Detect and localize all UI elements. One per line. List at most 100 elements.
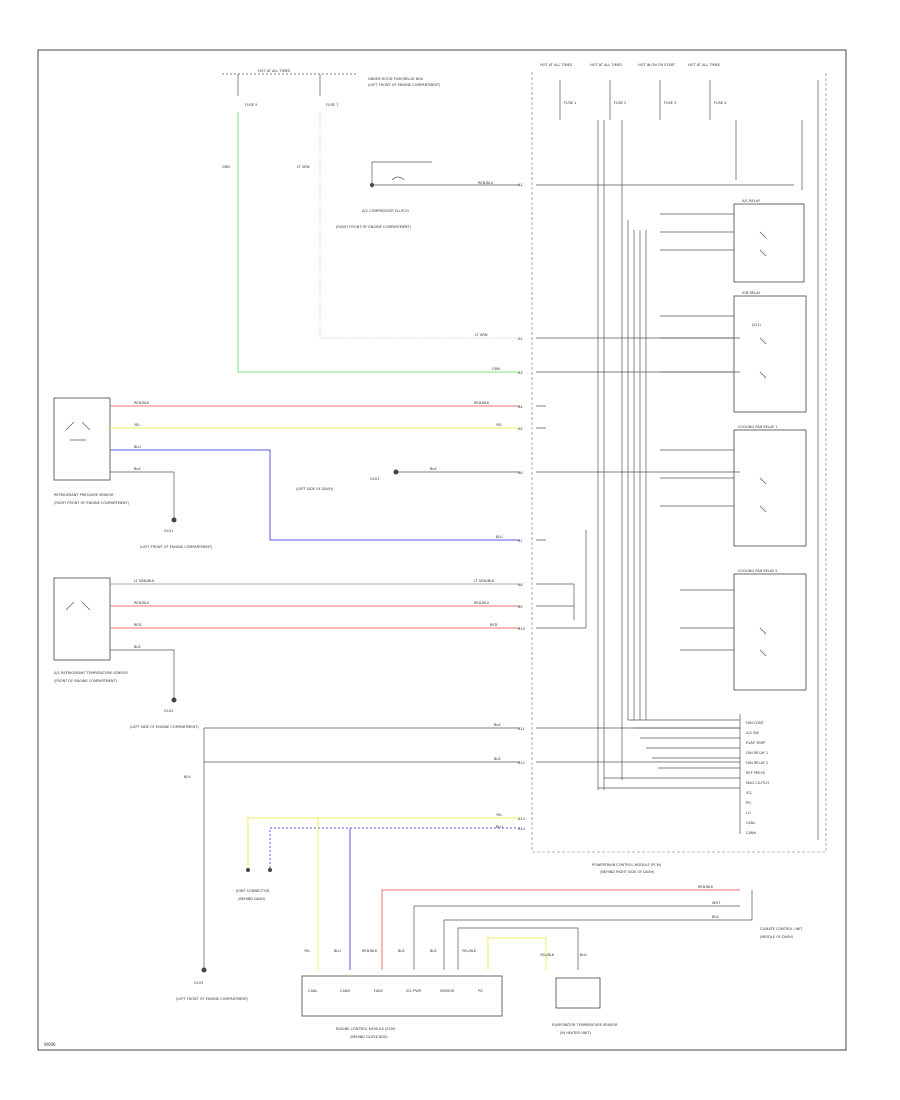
pcm-pin-2: EVAP TEMP [746, 741, 765, 745]
pcm-pin-3: FAN RELAY 1 [746, 751, 768, 755]
compressor-location: (RIGHT FRONT OF ENGINE COMPARTMENT) [336, 225, 412, 229]
ecm-pin-1: CANH [340, 989, 350, 993]
lt-green-wire: LT GRN LT GRN [297, 112, 520, 339]
green-wire-code-right: GRN [492, 367, 500, 371]
climate-location: (MIDDLE OF DASH) [760, 935, 794, 939]
pcm-pin-11: CANH [746, 831, 756, 835]
pin-num-9: A10 [518, 627, 525, 631]
yellow-wire: YEL YEL [110, 423, 520, 429]
relay-fan-1: COOLING FAN RELAY 1 [660, 425, 807, 547]
pcm-bus-lines [597, 80, 819, 840]
red-blk-code-left: RED/BLK [134, 401, 150, 405]
climate-blk-code: BLK [712, 915, 719, 919]
pin-num-4: A5 [518, 427, 523, 431]
fuse-relay-box-label: UNDER-HOOD FUSE/RELAY BOX [368, 77, 424, 81]
g201-label: G201 [370, 477, 379, 481]
relay-ign-sub: (IG1) [752, 323, 761, 327]
climate-wires: RED/BLK WHT BLK CLIMATE CONTROL UNIT (MI… [381, 885, 803, 970]
ecm-pin-0: CANL [308, 989, 317, 993]
pin-num-6: A7 [518, 539, 523, 543]
right-fuse-2: FUSE 2 [614, 101, 626, 105]
g201-ground: G201 (LEFT SIDE OF DASH) BLK [296, 467, 520, 491]
green-wire: GRN GRN [222, 112, 520, 373]
black-wire-g101: BLK G101 (LEFT FRONT OF ENGINE COMPARTME… [110, 467, 213, 549]
blk-code-4: BLK [494, 723, 501, 727]
right-fuse-4: FUSE 4 [714, 101, 727, 105]
g102-label: G102 [164, 709, 173, 713]
evaporator-sensor: EVAPORATOR TEMPERATURE SENSOR (IN HEATER… [540, 953, 618, 1035]
right-fuse-3: FUSE 3 [664, 101, 676, 105]
pin-num-2: A3 [518, 371, 523, 375]
relay-ign-label: IGN RELAY [742, 291, 761, 295]
pcm-pin-7: IG1 [746, 791, 752, 795]
climate-wht-code: WHT [712, 901, 721, 905]
sensor2-label: A/C REFRIGERANT TEMPERATURE SENSOR [54, 671, 128, 675]
ecm-pin-2: FANC [374, 989, 384, 993]
blue-wire: BLU BLU [110, 445, 520, 541]
relay-ac-label: A/C RELAY [742, 199, 761, 203]
refrigerant-pressure-sensor: REFRIGERANT PRESSURE SENSOR (RIGHT FRONT… [53, 397, 130, 505]
pcm-pin-4: FAN RELAY 2 [746, 761, 768, 765]
pcm-pin-numbers: A1 A2 A3 A4 A5 A6 A7 A8 A9 A10 A11 A12 A… [518, 183, 526, 831]
blk-code-1: BLK [134, 467, 141, 471]
ac-compressor-clutch: A/C COMPRESSOR CLUTCH (RIGHT FRONT OF EN… [336, 161, 520, 229]
pin-num-11: A12 [518, 761, 525, 765]
ecm-pin-5: PG [478, 989, 483, 993]
diagram-frame [37, 49, 847, 1051]
g101-label: G101 [164, 529, 173, 533]
yel-code-right: YEL [496, 423, 502, 427]
right-fuse-headers: HOT AT ALL TIMES HOT AT ALL TIMES HOT IN… [540, 63, 727, 120]
pin-num-1: A2 [518, 337, 523, 341]
fuse-relay-box-location: (LEFT FRONT OF ENGINE COMPARTMENT) [368, 83, 441, 87]
fuse-7-label: FUSE 7 [326, 103, 338, 107]
pcm-location: (BEHIND RIGHT SIDE OF DASH) [600, 870, 655, 874]
right-fuse-hdr-4: HOT AT ALL TIMES [688, 63, 721, 67]
g102-location: (LEFT SIDE OF ENGINE COMPARTMENT) [130, 725, 199, 729]
right-fuse-hdr-1: HOT AT ALL TIMES [540, 63, 573, 67]
ltgrn-blk-code-right: LT GRN/BLK [474, 579, 495, 583]
ecm-wire-blu: BLU [334, 949, 341, 953]
red-code-right: RED [490, 623, 498, 627]
relay-ign: IGN RELAY (IG1) [660, 291, 807, 413]
relay-ac: A/C RELAY [660, 199, 805, 283]
g101-location: (LEFT FRONT OF ENGINE COMPARTMENT) [140, 545, 213, 549]
ecm-wire-yel: YEL [304, 949, 310, 953]
pcm-pin-0: FAN CONT [746, 721, 765, 725]
top-fuse-block: HOT AT ALL TIMES FUSE 5 FUSE 7 UNDER-HOO… [222, 69, 441, 107]
pin-num-0: A1 [518, 183, 523, 187]
right-fuse-hdr-2: HOT AT ALL TIMES [590, 63, 623, 67]
pin-num-13: A14 [518, 827, 526, 831]
pcm-pin-9: LG [746, 811, 751, 815]
ecm-wire-red-blk: RED/BLK [362, 949, 378, 953]
evap-sensor-label: EVAPORATOR TEMPERATURE SENSOR [552, 1023, 618, 1027]
sensor2-wires: LT GRN/BLK LT GRN/BLK RED/BLU RED/BLU RE… [110, 530, 587, 729]
pin-num-3: A4 [518, 405, 523, 409]
compressor-wire-code: RED/BLU [478, 181, 494, 185]
g103-location: (LEFT FRONT OF ENGINE COMPARTMENT) [176, 997, 249, 1001]
pcm-pin-6: MAG CLUTCH [746, 781, 769, 785]
ecm-pin-4: SENSOR [440, 989, 455, 993]
pin-num-7: A8 [518, 583, 523, 587]
right-fuse-1: FUSE 1 [564, 101, 576, 105]
red-blk-wire: RED/BLK RED/BLK [110, 401, 520, 407]
diagram-id: W006 [44, 1042, 56, 1047]
lower-black-wires: BLK BLK BLK G103 (LEFT FRONT OF ENGINE C… [176, 723, 740, 1001]
pcm-module: POWERTRAIN CONTROL MODULE (PCM) (BEHIND … [531, 72, 827, 874]
refrigerant-temp-sensor: A/C REFRIGERANT TEMPERATURE SENSOR (FRON… [53, 577, 128, 683]
green-wire-code: GRN [222, 165, 230, 169]
red-code-left: RED [134, 623, 142, 627]
can-yel-code: YEL [496, 813, 502, 817]
lt-green-wire-code-right: LT GRN [475, 333, 488, 337]
relay-fan-2-label: COOLING FAN RELAY 2 [738, 569, 777, 573]
pcm-pin-8: PG [746, 801, 751, 805]
g103-label: G103 [194, 981, 203, 985]
red-blu-code-left: RED/BLU [134, 601, 150, 605]
ecm-wire-blk2: BLK [430, 949, 437, 953]
pin-num-8: A9 [518, 605, 523, 609]
can-blu-code: BLU [496, 825, 503, 829]
evap-wire-code-2: BLK [580, 953, 587, 957]
ltgrn-blk-code: LT GRN/BLK [134, 579, 155, 583]
g201-location: (LEFT SIDE OF DASH) [296, 487, 334, 491]
pcm-pin-5: REF PRESS [746, 771, 766, 775]
